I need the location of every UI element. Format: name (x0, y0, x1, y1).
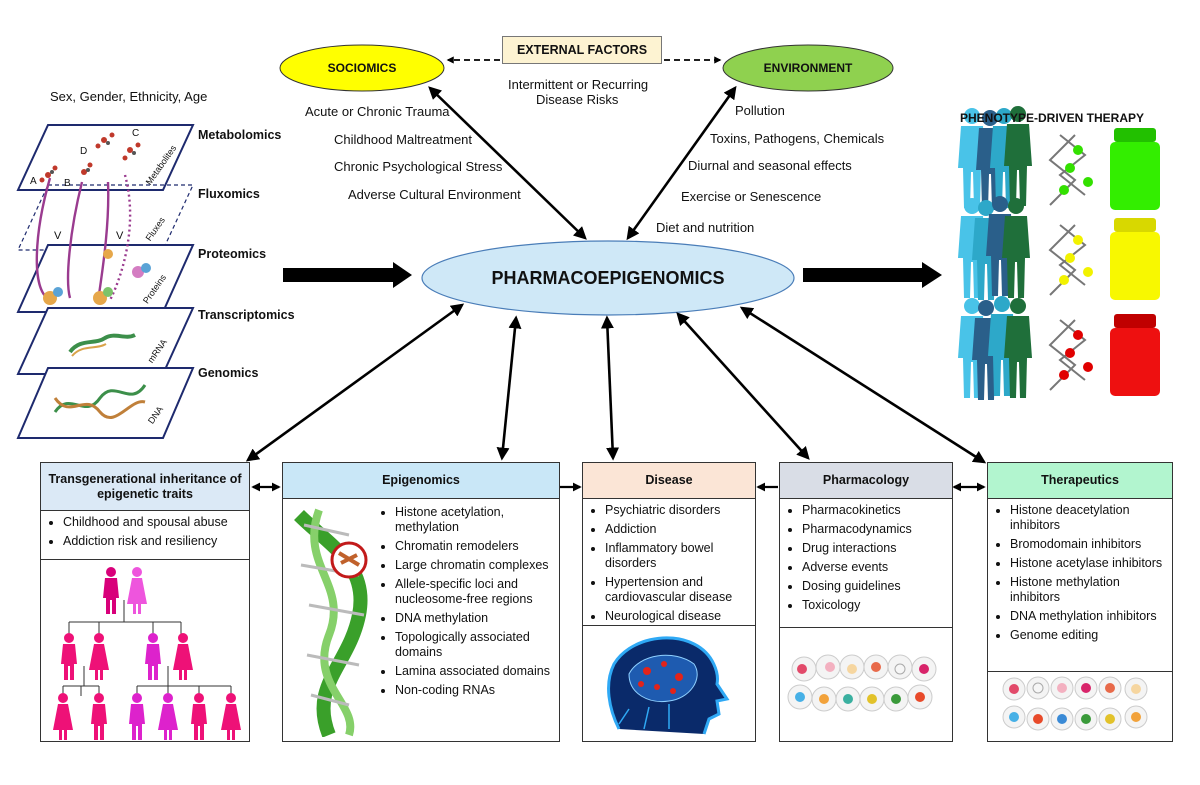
point-label: B (64, 178, 71, 189)
omics-layer-label: Fluxomics (198, 187, 260, 201)
sociomics-item: Chronic Psychological Stress (334, 159, 503, 174)
therapeutics-header: Therapeutics (988, 463, 1172, 499)
arrow-environment-center (626, 85, 737, 241)
list-item: Genome editing (1010, 628, 1166, 643)
list-item: Psychiatric disorders (605, 503, 749, 518)
list-item: Topologically associated domains (395, 630, 565, 660)
omics-layer-label: Genomics (198, 366, 259, 380)
pill-cups-figure (787, 654, 937, 712)
family-tree-figure (53, 567, 241, 740)
epigenomics-box: Epigenomics Histone acetylation, methyla… (282, 462, 560, 742)
disease-header: Disease (583, 463, 755, 499)
external-factors-label: EXTERNAL FACTORS (516, 43, 648, 57)
omics-layer-label: Proteomics (198, 247, 267, 261)
pharmacoepigenomics-label: PHARMACOEPIGENOMICS (491, 267, 725, 288)
list-item: Addiction risk and resiliency (63, 534, 243, 549)
center-to-therapy-arrow (803, 262, 942, 288)
arrow-center-epigenomics (496, 315, 522, 461)
list-item: Inflammatory bowel disorders (605, 541, 749, 571)
disease-box: Disease Psychiatric disorders Addiction … (582, 462, 756, 742)
environment-ellipse (722, 44, 894, 92)
external-factors-subtext-2: Disease Risks (536, 92, 619, 107)
flux-label: V (116, 230, 124, 242)
pharmacoepigenomics-ellipse (421, 240, 795, 316)
omics-planes (16, 124, 195, 439)
list-item: DNA methylation (395, 611, 565, 626)
arrow-center-therapeutics (739, 306, 987, 464)
list-item: Hypertension and cardiovascular disease (605, 575, 749, 605)
list-item: DNA methylation inhibitors (1010, 609, 1166, 624)
phenotype-row-yellow (958, 196, 1160, 300)
divider (780, 627, 952, 628)
brain-head-figure (607, 636, 730, 735)
list-item: Pharmacodynamics (802, 522, 946, 537)
disease-list: Psychiatric disorders Addiction Inflamma… (583, 499, 755, 624)
epigenomics-header: Epigenomics (283, 463, 559, 499)
arrow-center-pharmacology (676, 312, 810, 460)
environment-item: Pollution (735, 103, 785, 118)
sociomics-label: SOCIOMICS (327, 61, 397, 75)
pill-cups-figure (1002, 676, 1148, 731)
omics-to-center-arrow (283, 262, 412, 288)
divider (41, 559, 249, 560)
omics-layer-label: Transcriptomics (198, 308, 295, 322)
list-item: Childhood and spousal abuse (63, 515, 243, 530)
environment-item: Diurnal and seasonal effects (688, 158, 852, 173)
omics-layer-label: Metabolomics (198, 128, 282, 142)
environment-item: Toxins, Pathogens, Chemicals (710, 131, 885, 146)
environment-label: ENVIRONMENT (763, 61, 853, 75)
list-item: Lamina associated domains (395, 664, 565, 679)
sociomics-item: Acute or Chronic Trauma (305, 104, 450, 119)
chromatin-dna-figure (294, 508, 368, 737)
environment-item: Exercise or Senescence (681, 189, 822, 204)
phenotype-row-red (958, 296, 1160, 400)
list-item: Histone acetylation, methylation (395, 505, 565, 535)
list-item: Toxicology (802, 598, 946, 613)
list-item: Histone methylation inhibitors (1010, 575, 1166, 605)
list-item: Bromodomain inhibitors (1010, 537, 1166, 552)
sociomics-ellipse (279, 44, 445, 92)
list-item: Drug interactions (802, 541, 946, 556)
demographics-label: Sex, Gender, Ethnicity, Age (50, 89, 208, 104)
phenotype-row-green (958, 106, 1160, 210)
point-label: D (80, 146, 88, 157)
transgenerational-list: Childhood and spousal abuse Addiction ri… (41, 511, 249, 549)
divider (988, 671, 1172, 672)
environment-item: Diet and nutrition (656, 220, 755, 235)
arrow-center-transgenerational (245, 303, 465, 462)
arrow-sociomics-center (428, 86, 587, 240)
pharmacology-header: Pharmacology (780, 463, 952, 499)
list-item: Neurological disease (605, 609, 749, 624)
therapeutics-box: Therapeutics Histone deacetylation inhib… (987, 462, 1173, 742)
list-item: Histone acetylase inhibitors (1010, 556, 1166, 571)
flux-label: V (54, 230, 62, 242)
external-factors-subtext-1: Intermittent or Recurring (508, 77, 649, 92)
epigenomics-list: Histone acetylation, methylation Chromat… (379, 501, 569, 702)
list-item: Allele-specific loci and nucleosome-free… (395, 577, 565, 607)
therapeutics-list: Histone deacetylation inhibitors Bromodo… (988, 499, 1172, 643)
transgenerational-header: Transgenerational inheritance of epigene… (41, 463, 249, 511)
list-item: Chromatin remodelers (395, 539, 565, 554)
list-item: Large chromatin complexes (395, 558, 565, 573)
pharmacology-list: Pharmacokinetics Pharmacodynamics Drug i… (780, 499, 952, 613)
list-item: Adverse events (802, 560, 946, 575)
sociomics-item: Childhood Maltreatment (334, 132, 473, 147)
list-item: Pharmacokinetics (802, 503, 946, 518)
list-item: Histone deacetylation inhibitors (1010, 503, 1166, 533)
phenotype-therapy-title: PHENOTYPE-DRIVEN THERAPY (960, 111, 1145, 125)
list-item: Dosing guidelines (802, 579, 946, 594)
external-factors-box: EXTERNAL FACTORS (502, 36, 662, 64)
sociomics-item: Adverse Cultural Environment (348, 187, 521, 202)
point-label: C (132, 128, 140, 139)
point-label: A (30, 176, 37, 187)
arrow-center-disease (600, 315, 620, 461)
pharmacology-box: Pharmacology Pharmacokinetics Pharmacody… (779, 462, 953, 742)
list-item: Non-coding RNAs (395, 683, 565, 698)
list-item: Addiction (605, 522, 749, 537)
divider (583, 625, 755, 626)
transgenerational-box: Transgenerational inheritance of epigene… (40, 462, 250, 742)
